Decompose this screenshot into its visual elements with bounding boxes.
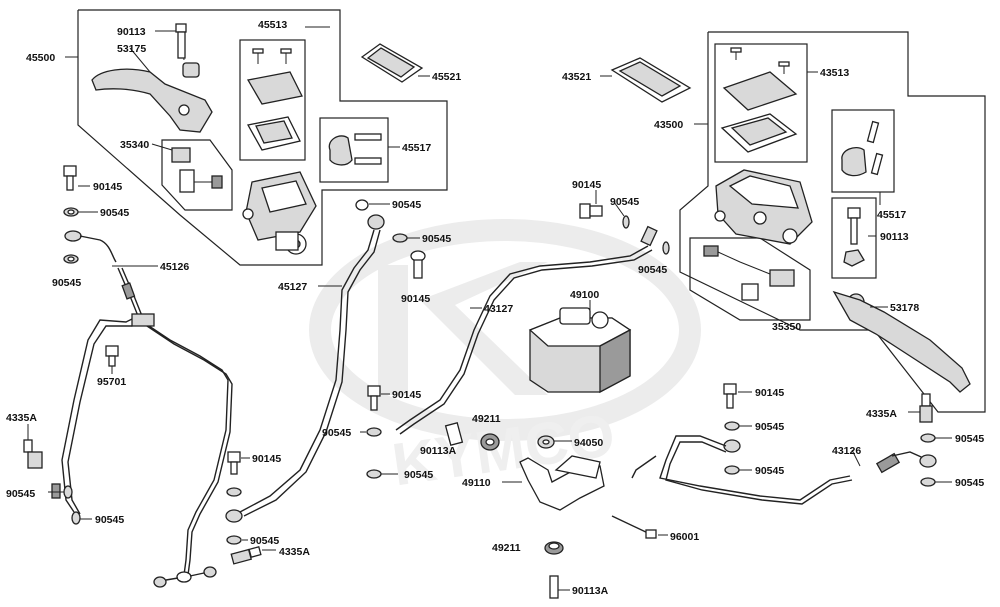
- label-90545-d: 90545: [95, 514, 124, 526]
- label-90545-c: 90545: [6, 488, 35, 500]
- brake-lever-53175: [91, 47, 213, 133]
- label-90545-b: 90545: [52, 277, 81, 289]
- label-35350: 35350: [772, 321, 801, 333]
- bolt-90113A-b: [549, 575, 570, 599]
- diaphragm-45521: [360, 43, 430, 83]
- bracket-49110: [502, 455, 605, 511]
- left-master-cylinder-assembly: [65, 9, 448, 266]
- sensor-4335A-c: [908, 393, 933, 423]
- label-45127: 45127: [278, 281, 307, 293]
- label-43500: 43500: [654, 119, 683, 131]
- label-90145-f: 90145: [755, 387, 784, 399]
- label-90113A-a: 90113A: [420, 445, 457, 457]
- bolt-90145-b: [227, 451, 250, 475]
- label-90545-l: 90545: [755, 421, 784, 433]
- bolt-90145-c: [410, 250, 426, 279]
- diaphragm-43521: [600, 57, 692, 103]
- label-49211-b: 49211: [492, 542, 521, 554]
- label-90545-m: 90545: [755, 465, 784, 477]
- hose-43126: [631, 383, 952, 505]
- label-90545-f: 90545: [422, 233, 451, 245]
- hose-43127: [395, 190, 670, 435]
- bolt-90145-d: [367, 385, 390, 411]
- label-49100: 49100: [570, 289, 599, 301]
- label-90113-a: 90113: [117, 26, 146, 38]
- sensor-4335A-b: [230, 546, 276, 565]
- label-90145-d: 90145: [252, 453, 281, 465]
- label-94050: 94050: [574, 437, 603, 449]
- label-90545-o: 90545: [955, 477, 984, 489]
- washer-90545-c: [48, 485, 73, 499]
- master-cylinder-body-right: [714, 169, 813, 245]
- bolt-90145-a: [63, 165, 90, 191]
- reservoir-cap-43513: [720, 47, 798, 153]
- label-90545-j: 90545: [610, 196, 639, 208]
- label-90545-h: 90545: [404, 469, 433, 481]
- part-labels: 45500 90113 53175 45513 45521 45517 3534…: [6, 19, 984, 597]
- brake-switch-35340: [151, 143, 223, 193]
- label-90113-b: 90113: [880, 231, 909, 243]
- label-49211-a: 49211: [472, 413, 501, 425]
- label-45126: 45126: [160, 261, 189, 273]
- master-cylinder-body-left: [242, 171, 317, 255]
- label-95701: 95701: [97, 376, 126, 388]
- label-90145-b: 90145: [401, 293, 430, 305]
- label-90545-a: 90545: [100, 207, 129, 219]
- label-90545-e: 90545: [392, 199, 421, 211]
- holder-45517-right: [841, 120, 884, 205]
- label-53175: 53175: [117, 43, 146, 55]
- label-45517-b: 45517: [877, 209, 906, 221]
- washer-90545-b: [63, 254, 79, 264]
- label-90545-i: 90545: [250, 535, 279, 547]
- label-90545-n: 90545: [955, 433, 984, 445]
- bolt-90113A-a: [444, 421, 464, 447]
- label-4335A-c: 4335A: [866, 408, 897, 420]
- label-4335A-b: 4335A: [279, 546, 310, 558]
- hose-assembly-45126: [23, 165, 276, 588]
- brake-lever-53178: [832, 290, 971, 393]
- collar-94050: [537, 435, 572, 449]
- label-43521: 43521: [562, 71, 591, 83]
- label-4335A-a: 4335A: [6, 412, 37, 424]
- label-90113A-b: 90113A: [572, 585, 609, 597]
- reservoir-cap-45513: [246, 26, 330, 151]
- label-43127: 43127: [484, 303, 513, 315]
- right-master-cylinder-assembly: [600, 31, 986, 413]
- screw-90113-left: [155, 23, 200, 78]
- label-43513: 43513: [820, 67, 849, 79]
- label-90545-k: 90545: [638, 264, 667, 276]
- label-90145-a: 90145: [93, 181, 122, 193]
- label-45517-a: 45517: [402, 142, 431, 154]
- screw-90113-right: [843, 207, 876, 267]
- label-49110: 49110: [462, 477, 491, 489]
- grommet-49211-a: [480, 433, 500, 451]
- label-35340: 35340: [120, 139, 149, 151]
- label-45500: 45500: [26, 52, 55, 64]
- kymco-watermark: KYMCO: [309, 219, 701, 498]
- bolt-96001: [611, 515, 668, 539]
- label-90145-e: 90145: [572, 179, 601, 191]
- label-90545-g: 90545: [322, 427, 351, 439]
- holder-45517-left: [328, 133, 400, 166]
- bolt-90145-f: [723, 383, 752, 409]
- abs-modulator-49100: [528, 300, 632, 394]
- bolt-95701: [105, 345, 119, 374]
- hose-45127: [239, 199, 426, 517]
- bolt-90145-e: [579, 190, 603, 219]
- label-96001: 96001: [670, 531, 699, 543]
- grommet-49211-b: [544, 541, 564, 555]
- washer-90545-a: [63, 207, 98, 217]
- brake-switch-35350: [703, 245, 795, 301]
- label-53178: 53178: [890, 302, 919, 314]
- sensor-4335A-a: [23, 424, 43, 469]
- label-90145-c: 90145: [392, 389, 421, 401]
- washer-90545-d: [71, 511, 92, 525]
- label-45513: 45513: [258, 19, 287, 31]
- label-43126: 43126: [832, 445, 861, 457]
- label-45521: 45521: [432, 71, 461, 83]
